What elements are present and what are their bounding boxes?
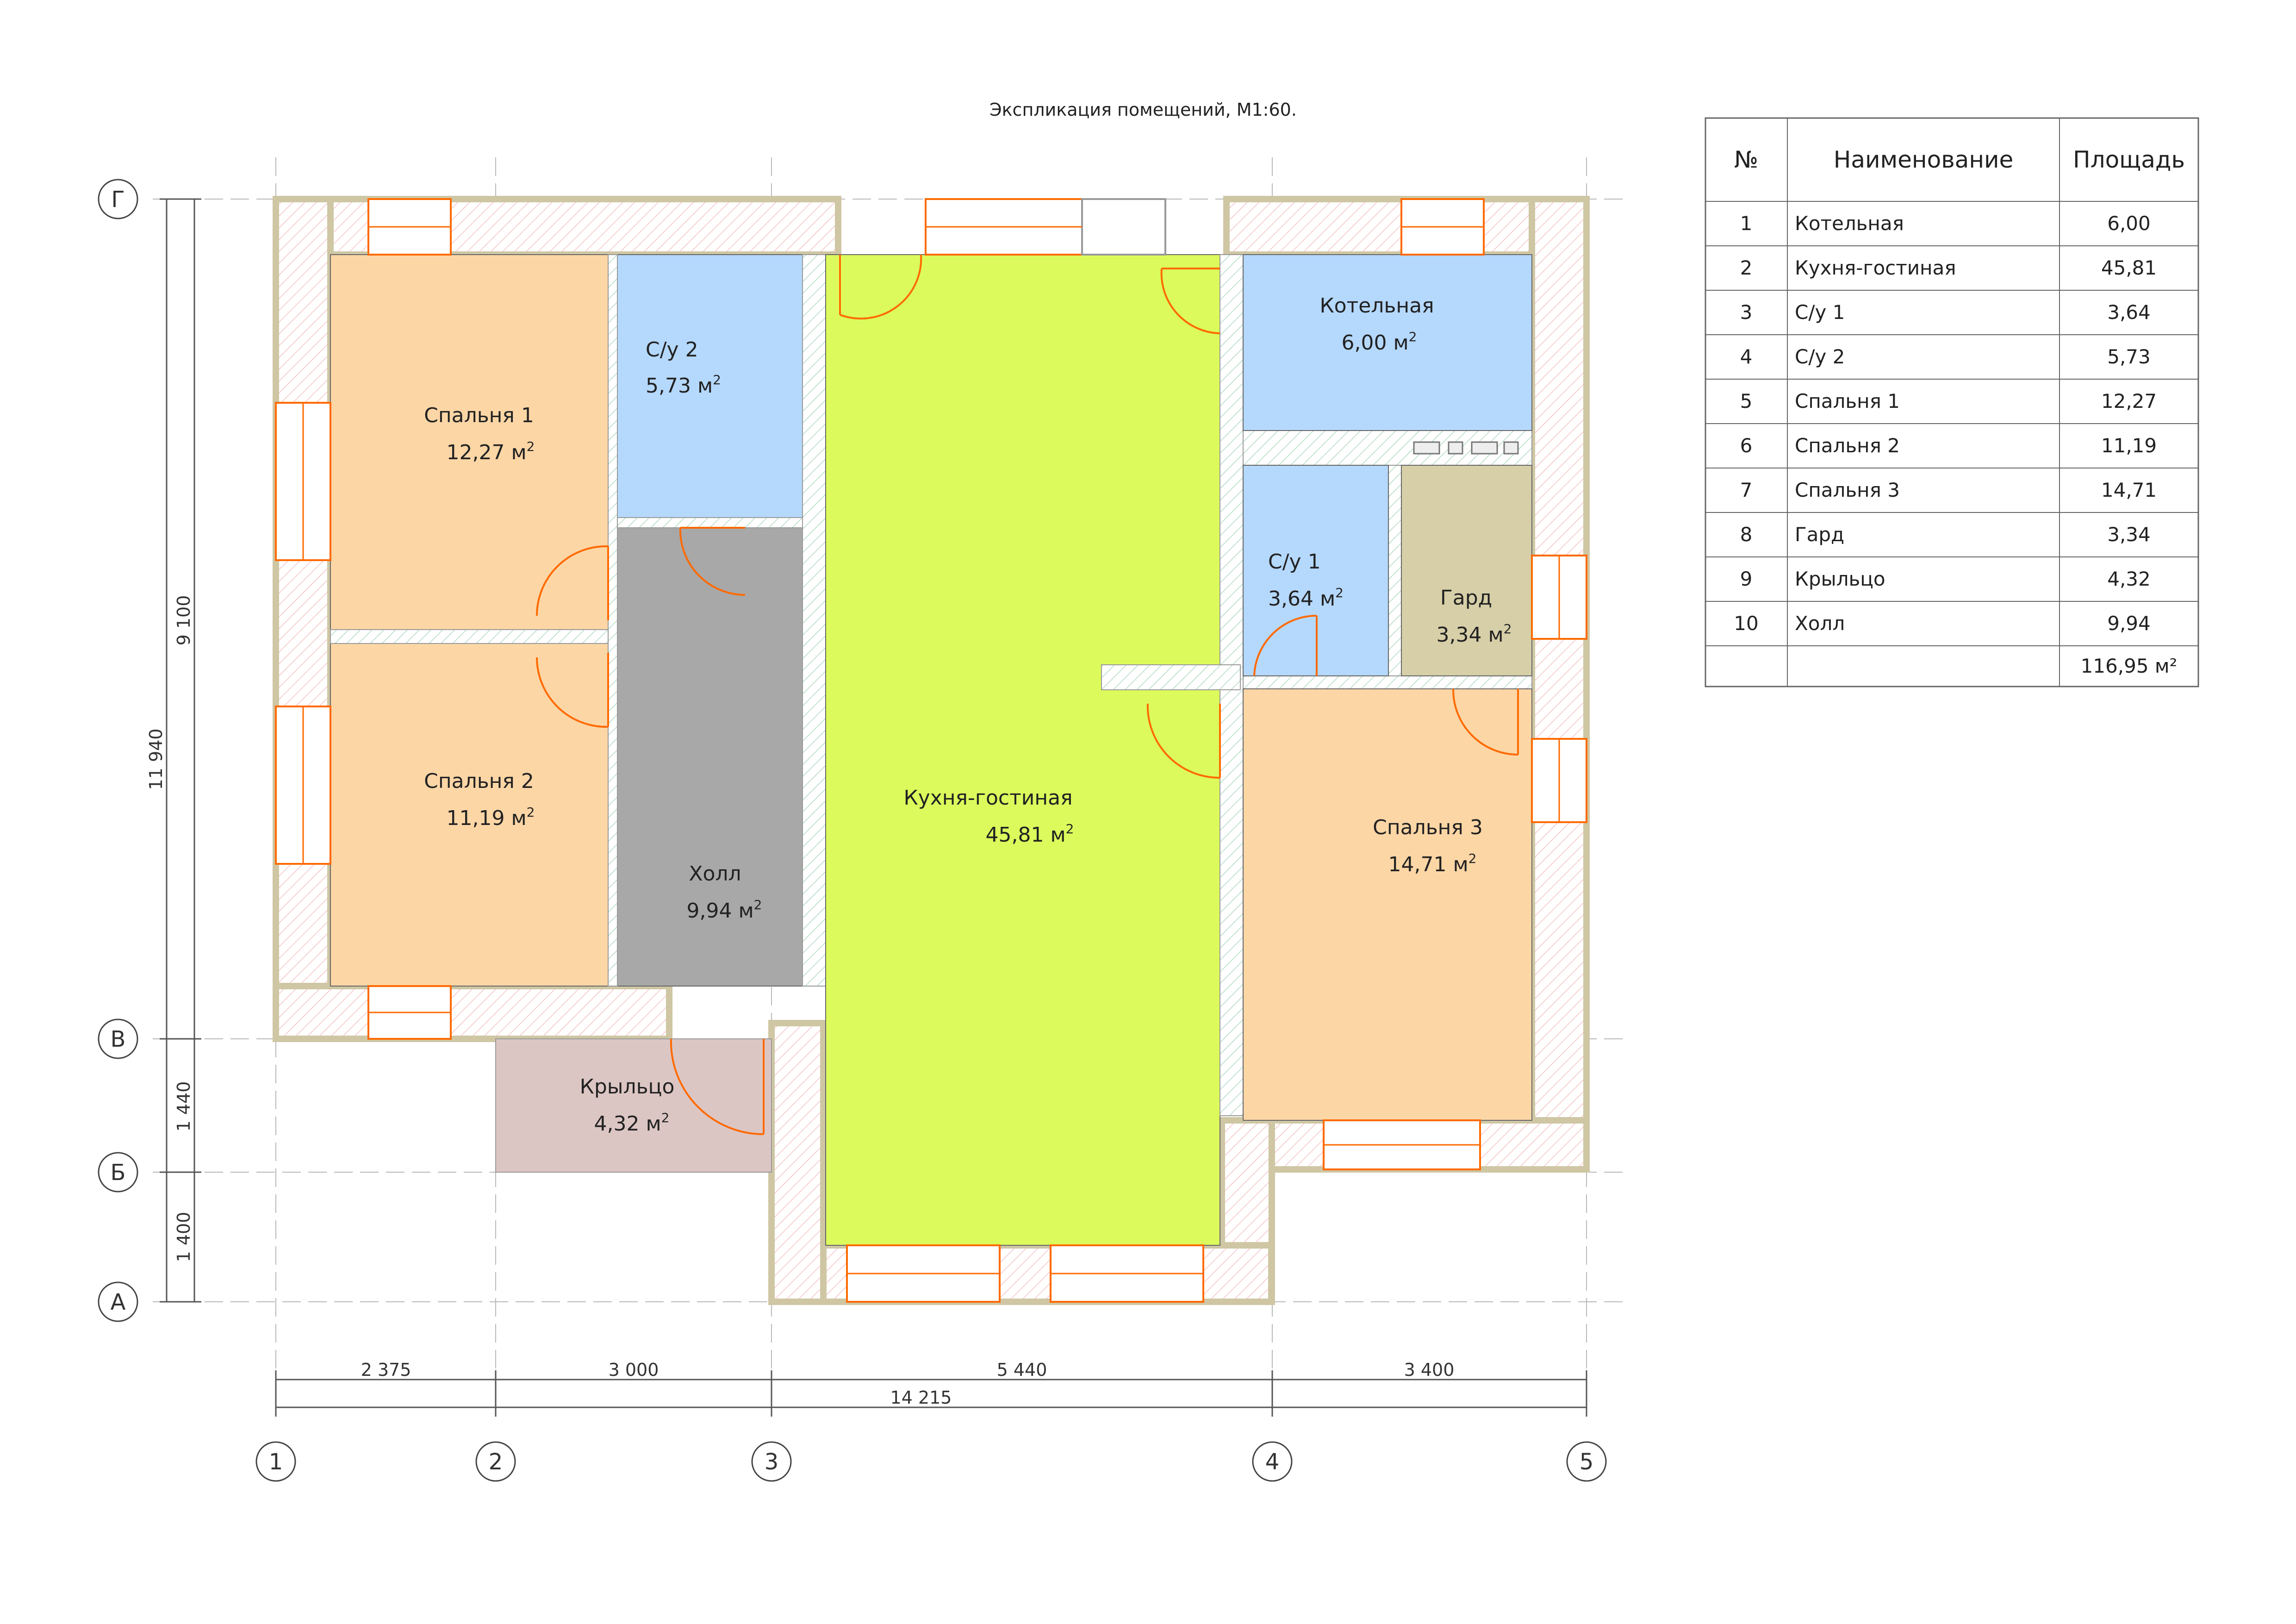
- room-bedroom-3: [1243, 688, 1532, 1121]
- table-cell: 6,00: [2107, 212, 2151, 235]
- room-area: 5,73 м2: [646, 372, 721, 398]
- table-cell: Кухня-гостиная: [1795, 256, 1956, 279]
- room-label: С/у 1: [1268, 550, 1321, 574]
- room-label: Крыльцо: [580, 1075, 675, 1099]
- table-cell: 5,73: [2107, 345, 2151, 368]
- room-area: 4,32 м2: [594, 1110, 670, 1136]
- room-label: С/у 2: [646, 338, 698, 362]
- room-bathroom-2: [617, 254, 803, 518]
- axis-label: 2: [489, 1449, 503, 1475]
- dimension-label: 1 400: [174, 1212, 194, 1262]
- table-cell: 2: [1740, 256, 1753, 279]
- table-cell: Спальня 1: [1795, 390, 1900, 412]
- room-boiler: [1243, 254, 1532, 431]
- dimension-label: 11 940: [146, 729, 166, 790]
- axis-label: 1: [269, 1449, 283, 1475]
- room-label: Кухня-гостиная: [903, 786, 1072, 810]
- vertical-dimensions: [160, 198, 201, 1303]
- table-cell: 10: [1734, 612, 1758, 635]
- plan-title: Экспликация помещений, М1:60.: [989, 100, 1297, 120]
- explication-table: № Наименование Площадь 1 Котельная 6,00 2 Ку…: [1705, 117, 2199, 687]
- horizontal-dimensions: [275, 1370, 1587, 1417]
- table-cell: 14,71: [2101, 479, 2157, 501]
- table-cell: 12,27: [2101, 390, 2157, 412]
- table-total: 116,95 м²: [2081, 655, 2178, 677]
- dimension-label: 5 440: [997, 1360, 1047, 1380]
- axis-label: 5: [1580, 1449, 1594, 1475]
- dimension-label: 2 375: [361, 1360, 411, 1380]
- room-label: Гард: [1440, 586, 1492, 610]
- table-cell: 6: [1740, 434, 1753, 457]
- column-axis-markers: 1 2 3 4 5: [255, 1441, 1607, 1482]
- table-header: Наименование: [1834, 146, 2014, 173]
- table-cell: Котельная: [1795, 212, 1904, 235]
- axis-label: В: [111, 1026, 126, 1052]
- table-rows: 1 Котельная 6,00 2 Кухня-гостиная 45,81 3 С/у 1…: [1734, 212, 2157, 635]
- table-header: №: [1734, 146, 1758, 173]
- table-cell: Холл: [1795, 612, 1845, 635]
- table-cell: Спальня 2: [1795, 434, 1900, 457]
- room-label: Спальня 3: [1373, 816, 1483, 839]
- table-header: Площадь: [2073, 146, 2185, 173]
- axis-label: 4: [1265, 1449, 1280, 1475]
- room-area: 11,19 м2: [447, 805, 535, 830]
- table-cell: С/у 1: [1795, 301, 1845, 324]
- dimension-label: 1 440: [174, 1081, 194, 1132]
- doors: [536, 254, 1519, 1135]
- table-cell: С/у 2: [1795, 345, 1845, 368]
- axis-label: Г: [111, 187, 124, 212]
- table-cell: 9: [1740, 568, 1753, 590]
- dimension-label: 3 000: [609, 1360, 659, 1380]
- dimension-label: 3 400: [1404, 1360, 1455, 1380]
- table-cell: 11,19: [2101, 434, 2157, 457]
- table-cell: 45,81: [2101, 256, 2157, 279]
- axis-label: А: [111, 1289, 126, 1315]
- room-wardrobe: [1401, 465, 1532, 676]
- room-area: 9,94 м2: [687, 897, 762, 923]
- table-cell: 7: [1740, 479, 1753, 501]
- room-label: Спальня 2: [424, 769, 534, 793]
- vent-grilles: [1413, 441, 1519, 455]
- room-porch: [495, 1038, 772, 1173]
- axis-label: Б: [111, 1160, 126, 1186]
- table-cell: Спальня 3: [1795, 479, 1900, 501]
- room-label: Холл: [689, 862, 741, 886]
- table-cell: 4: [1740, 345, 1753, 368]
- room-label: Котельная: [1319, 294, 1434, 318]
- row-axis-markers: Г В Б А: [98, 179, 138, 1322]
- table-cell: 4,32: [2107, 568, 2151, 590]
- room-area: 45,81 м2: [986, 821, 1074, 847]
- dimension-label: 14 215: [890, 1387, 952, 1408]
- room-area: 6,00 м2: [1342, 329, 1417, 355]
- room-labels: Спальня 1 12,27 м2 Спальня 2 11,19 м2 С/…: [424, 294, 1512, 1136]
- table-cell: 3,64: [2107, 301, 2151, 324]
- axis-label: 3: [765, 1449, 779, 1475]
- rooms: [330, 254, 1532, 1246]
- room-kitchen-living: [825, 254, 1220, 1246]
- room-label: Спальня 1: [424, 404, 534, 427]
- table-cell: 9,94: [2107, 612, 2151, 635]
- room-area: 12,27 м2: [447, 439, 535, 464]
- room-area: 3,64 м2: [1268, 585, 1344, 611]
- table-cell: Гард: [1795, 523, 1844, 546]
- room-hall: [617, 527, 803, 987]
- table-cell: 3,34: [2107, 523, 2151, 546]
- room-area: 3,34 м2: [1437, 621, 1512, 647]
- table-cell: 3: [1740, 301, 1753, 324]
- table-cell: 5: [1740, 390, 1753, 412]
- table-cell: Крыльцо: [1795, 568, 1885, 590]
- table-cell: 1: [1740, 212, 1753, 235]
- room-bedroom-2: [330, 643, 609, 987]
- room-area: 14,71 м2: [1388, 851, 1477, 876]
- dimension-label: 9 100: [174, 595, 194, 646]
- table-cell: 8: [1740, 523, 1753, 546]
